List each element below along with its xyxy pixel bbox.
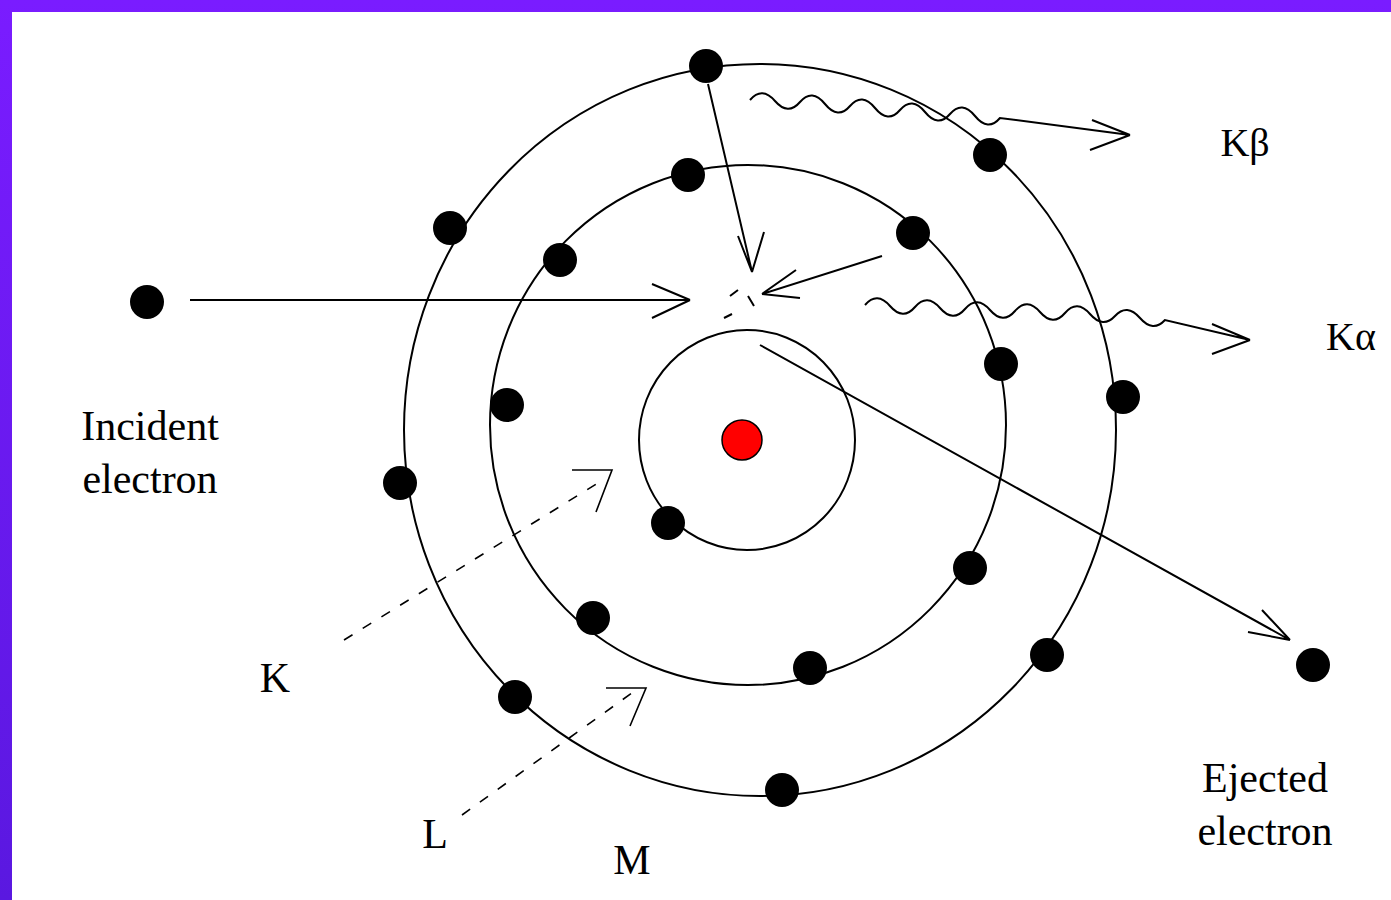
- vacancy-mark: [724, 290, 754, 318]
- ejected-electron-dot: [1296, 648, 1330, 682]
- k-shell: [639, 330, 855, 550]
- nucleus: [722, 420, 762, 460]
- photon-label: Kα: [1318, 312, 1384, 362]
- shell-label: M: [592, 834, 672, 887]
- l-leader-head: [606, 688, 646, 726]
- shell-label: L: [400, 808, 470, 861]
- incident-electron-dot: [130, 285, 164, 319]
- k-leader: [344, 478, 606, 640]
- slide-ground: [12, 12, 1391, 900]
- l-to-k-arrow: [762, 256, 882, 298]
- k-leader-head: [572, 470, 612, 512]
- k-beta-photon: [750, 93, 1130, 150]
- k-alpha-photon: [865, 298, 1250, 354]
- shell-label: K: [240, 652, 310, 705]
- l-leader: [462, 690, 636, 815]
- m-to-k-arrow: [708, 84, 764, 272]
- ejected-arrow: [760, 345, 1290, 640]
- incident-arrow: [190, 284, 690, 318]
- electron-label: Ejected electron: [1160, 752, 1370, 857]
- photon-label: Kβ: [1200, 118, 1290, 168]
- m-shell: [404, 64, 1116, 796]
- l-shell: [490, 165, 1006, 685]
- electron-label: Incident electron: [45, 400, 255, 505]
